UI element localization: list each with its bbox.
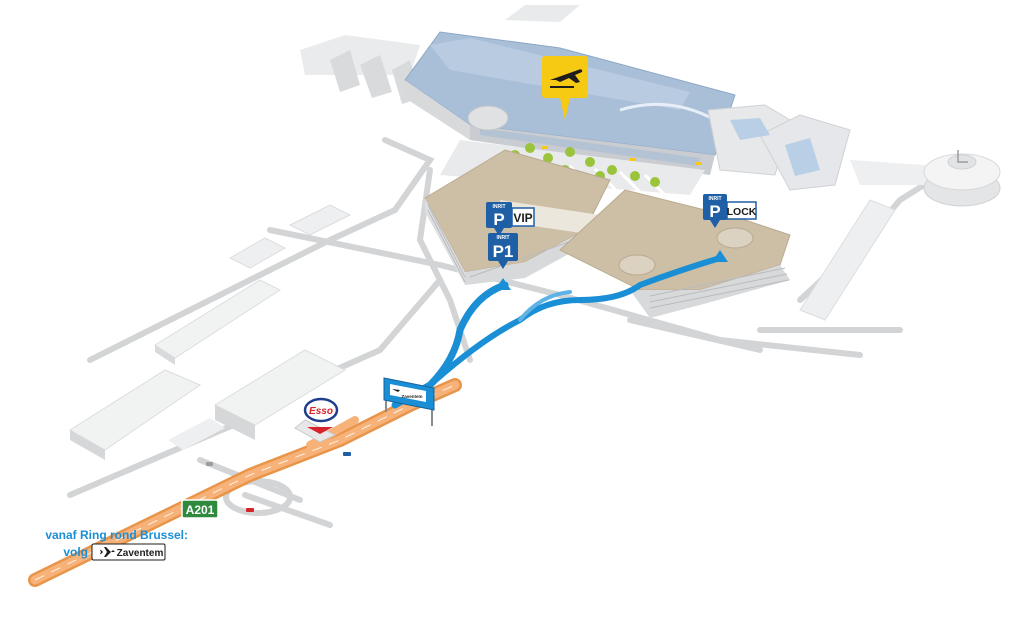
control-tower: [850, 150, 1001, 207]
fuel-station: Esso: [294, 397, 339, 443]
p1-entry-label: INRIT: [496, 235, 509, 241]
highway-number: A201: [186, 503, 215, 517]
vip-entry-label: INRIT: [492, 204, 505, 210]
airplane-icon: [97, 547, 115, 557]
route-arrow-lock: [712, 250, 728, 262]
parking-sign-lock: INRIT P LOCK: [703, 194, 757, 228]
zaventem-sign-text: Zaventem: [117, 548, 164, 559]
esso-logo: Esso: [309, 406, 333, 417]
left-buildings: [69, 199, 896, 460]
route-arrow-p1: [495, 278, 511, 290]
airplane-takeoff-icon: [550, 69, 583, 88]
directions-caption: vanaf Ring rond Brussel: volg Zaventem: [45, 528, 188, 561]
highway-shield-a201: A201: [181, 499, 219, 519]
departure-badge: [542, 56, 588, 120]
zaventem-sign: [91, 543, 166, 561]
overhead-road-sign: Zaventem: [383, 377, 435, 426]
road-sign-text: Zaventem: [401, 394, 422, 399]
lock-entry-label: INRIT: [708, 196, 721, 202]
p1-letter: P1: [493, 242, 514, 261]
vip-name: VIP: [513, 211, 532, 225]
directions-line1: vanaf Ring rond Brussel:: [45, 528, 188, 542]
parking-sign-vip: INRIT P VIP: [486, 202, 535, 236]
access-route: [391, 255, 723, 409]
parking-sign-p1: INRIT P1: [488, 233, 518, 269]
roundabout: [223, 478, 293, 516]
lock-letter: P: [709, 202, 720, 221]
vip-letter: P: [493, 210, 504, 229]
parking-garage-p2-lock: [559, 189, 791, 318]
airplane-icon: [392, 389, 400, 392]
directions-volg: volg: [63, 545, 88, 559]
lock-name: LOCK: [727, 206, 757, 218]
vehicles: [206, 452, 351, 512]
